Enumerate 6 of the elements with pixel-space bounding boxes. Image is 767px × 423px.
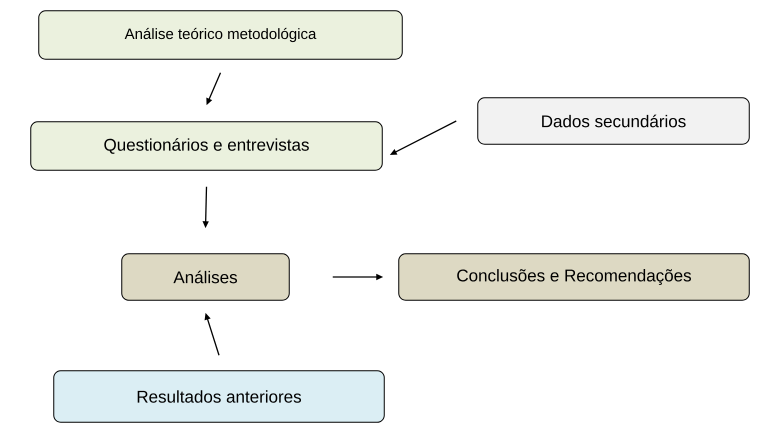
input-box: Resultados anteriores bbox=[53, 370, 385, 423]
process-box: Questionários e entrevistas bbox=[30, 121, 383, 171]
process-box: Análises bbox=[121, 253, 290, 301]
input-box: Dados secundários bbox=[477, 97, 750, 145]
result-box: Conclusões e Recomendações bbox=[398, 253, 750, 301]
process-box: Análise teórico metodológica bbox=[38, 10, 403, 60]
